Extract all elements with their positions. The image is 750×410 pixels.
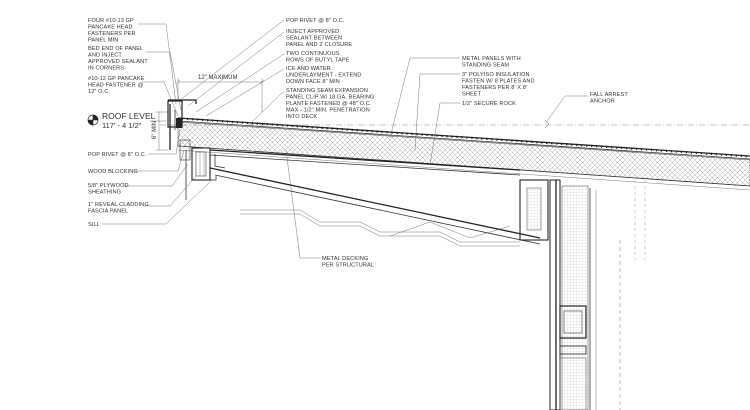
note-wood-blocking: WOOD BLOCKING xyxy=(88,169,138,175)
sloped-soffit-member xyxy=(209,167,541,239)
roof-beam-top-flange xyxy=(209,149,521,171)
note-polyiso-insulation: 3" POLYISO INSULATION FASTEN W/ 8 PLATES… xyxy=(462,72,536,98)
note-sill: SILL xyxy=(88,222,100,228)
wall-insulation xyxy=(561,185,589,410)
note-secure-rock: 1/2" SECURE ROCK xyxy=(462,101,516,107)
window-head xyxy=(559,305,587,339)
z-closure xyxy=(176,118,182,128)
note-metal-decking: METAL DECKING PER STRUCTURAL xyxy=(322,256,374,269)
note-ice-and-water: ICE AND WATER UNDERLAYMENT - EXTEND DOWN… xyxy=(286,66,363,85)
right-notes: METAL PANELS WITH STANDING SEAM 3" POLYI… xyxy=(389,56,629,166)
wall-section xyxy=(519,179,646,410)
left-notes: FOUR #10-13 GP PANCAKE HEAD FASTENERS PE… xyxy=(88,18,213,228)
note-bed-end-of-panel: BED END OF PANEL AND INJECT APPROVED SEA… xyxy=(88,46,149,72)
note-pancake-head-fasteners: FOUR #10-13 GP PANCAKE HEAD FASTENERS PE… xyxy=(88,18,137,44)
note-expansion-panel-clip: STANDING SEAM EXPANSION PANEL CLIP W/ 18… xyxy=(286,88,376,120)
top-notes: POP RIVET @ 8" O.C. INJECT APPROVED SEAL… xyxy=(179,18,376,125)
note-pancake-head-fastener-12oc: #10-12 GP PANCAKE HEAD FASTENER @ 12" O.… xyxy=(88,76,146,95)
note-plywood-sheathing: 5/8" PLYWOOD SHEATHING xyxy=(88,183,130,196)
sill xyxy=(210,176,217,181)
fascia-panel xyxy=(191,147,211,181)
dimensions: 12" MAXIMUM 6" MIN xyxy=(152,75,265,151)
note-inject-sealant: INJECT APPROVED SEALANT BETWEEN PANEL AN… xyxy=(286,29,352,48)
wood-blocking xyxy=(179,139,191,161)
metal-roof-panel xyxy=(177,117,750,157)
roof-assembly xyxy=(160,117,750,247)
note-fascia-panel: 1" REVEAL CLADDING FASCIA PANEL xyxy=(88,202,150,215)
note-pop-rivet-top: POP RIVET @ 8" O.C. xyxy=(286,18,345,24)
polyiso-insulation xyxy=(177,121,750,187)
roof-level-elevation: 117' - 4 1/2" xyxy=(102,121,142,130)
dimension-12-maximum: 12" MAXIMUM xyxy=(198,75,237,81)
roof-level-marker: ROOF LEVEL 117' - 4 1/2" xyxy=(87,111,166,130)
roof-edge-fascia xyxy=(167,99,217,200)
roof-level-title: ROOF LEVEL xyxy=(102,111,156,121)
note-fall-arrest-anchor: FALL ARREST ANCHOR xyxy=(590,92,629,105)
dimension-6-min: 6" MIN xyxy=(152,121,158,139)
note-butyl-tape: TWO CONTINUOUS ROWS OF BUTYL TAPE xyxy=(286,51,350,64)
bottom-notes: METAL DECKING PER STRUCTURAL xyxy=(285,149,374,269)
steel-column-cap xyxy=(519,179,549,241)
note-metal-panels: METAL PANELS WITH STANDING SEAM xyxy=(462,56,522,69)
note-pop-rivet-left: POP RIVET @ 8" O.C. xyxy=(88,152,147,158)
metal-deck-flutes xyxy=(240,209,520,247)
